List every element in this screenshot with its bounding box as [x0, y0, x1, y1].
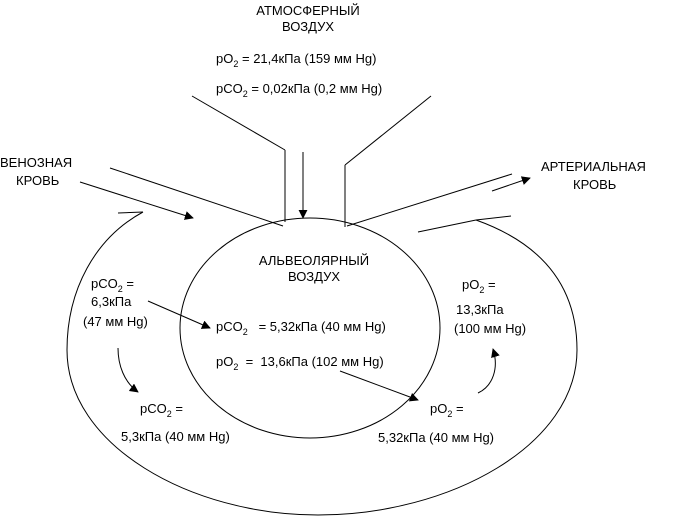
atmosphere-title-line1: АТМОСФЕРНЫЙ	[256, 3, 359, 18]
venous-title-line2: КРОВЬ	[16, 173, 59, 188]
arterial-po2-out-mmhg: (100 мм Hg)	[454, 321, 526, 336]
o2-diffusion-arrow	[339, 370, 419, 402]
venous-pco2-out: pCO2 =	[140, 401, 183, 419]
alveolar-title-line2: ВОЗДУХ	[288, 269, 340, 284]
arterial-curve-arrow	[477, 348, 500, 394]
arterial-po2-in-value: 5,32кПа (40 мм Hg)	[378, 430, 494, 445]
venous-line-lower-tick	[117, 211, 144, 214]
arterial-title-line1: АРТЕРИАЛЬНАЯ	[541, 159, 646, 174]
arterial-po2-in: pO2 =	[430, 401, 464, 419]
arterial-blood-arrow	[491, 176, 531, 192]
atmosphere-title-line2: ВОЗДУХ	[282, 19, 334, 34]
venous-blood-arrow	[79, 181, 194, 220]
venous-pco2-in-value: 6,3кПа	[91, 294, 132, 309]
venous-pco2-out-value: 5,3кПа (40 мм Hg)	[121, 429, 230, 444]
arterial-po2-out-value: 13,3кПа	[456, 302, 504, 317]
arterial-title-line2: КРОВЬ	[573, 177, 616, 192]
co2-diffusion-arrow	[147, 300, 211, 329]
alveolar-pco2: pCO2 = 5,32кПа (40 мм Hg)	[216, 319, 386, 337]
venous-line-upper	[109, 167, 284, 227]
alveolar-po2: pO2 = 13,6кПа (102 мм Hg)	[216, 354, 384, 372]
alveolar-title-line1: АЛЬВЕОЛЯРНЫЙ	[259, 253, 369, 268]
arterial-line-lower-tick	[475, 215, 512, 221]
arterial-line-lower	[417, 219, 477, 233]
arterial-po2-out: pO2 =	[462, 277, 496, 295]
capillary-outer-loop	[66, 211, 578, 516]
venous-title-line1: ВЕНОЗНАЯ	[0, 155, 72, 170]
atmosphere-pco2: pCO2 = 0,02кПа (0,2 мм Hg)	[216, 81, 382, 99]
venous-pco2-in-mmhg: (47 мм Hg)	[83, 314, 148, 329]
atmosphere-po2: pO2 = 21,4кПа (159 мм Hg)	[216, 51, 376, 69]
alveolus-outline	[179, 217, 441, 439]
venous-pco2-in: pCO2 =	[91, 276, 134, 294]
airway-right-upper	[344, 95, 432, 166]
airway-left-upper	[191, 95, 286, 151]
venous-curve-arrow	[117, 347, 139, 393]
arterial-line-upper	[346, 173, 513, 227]
